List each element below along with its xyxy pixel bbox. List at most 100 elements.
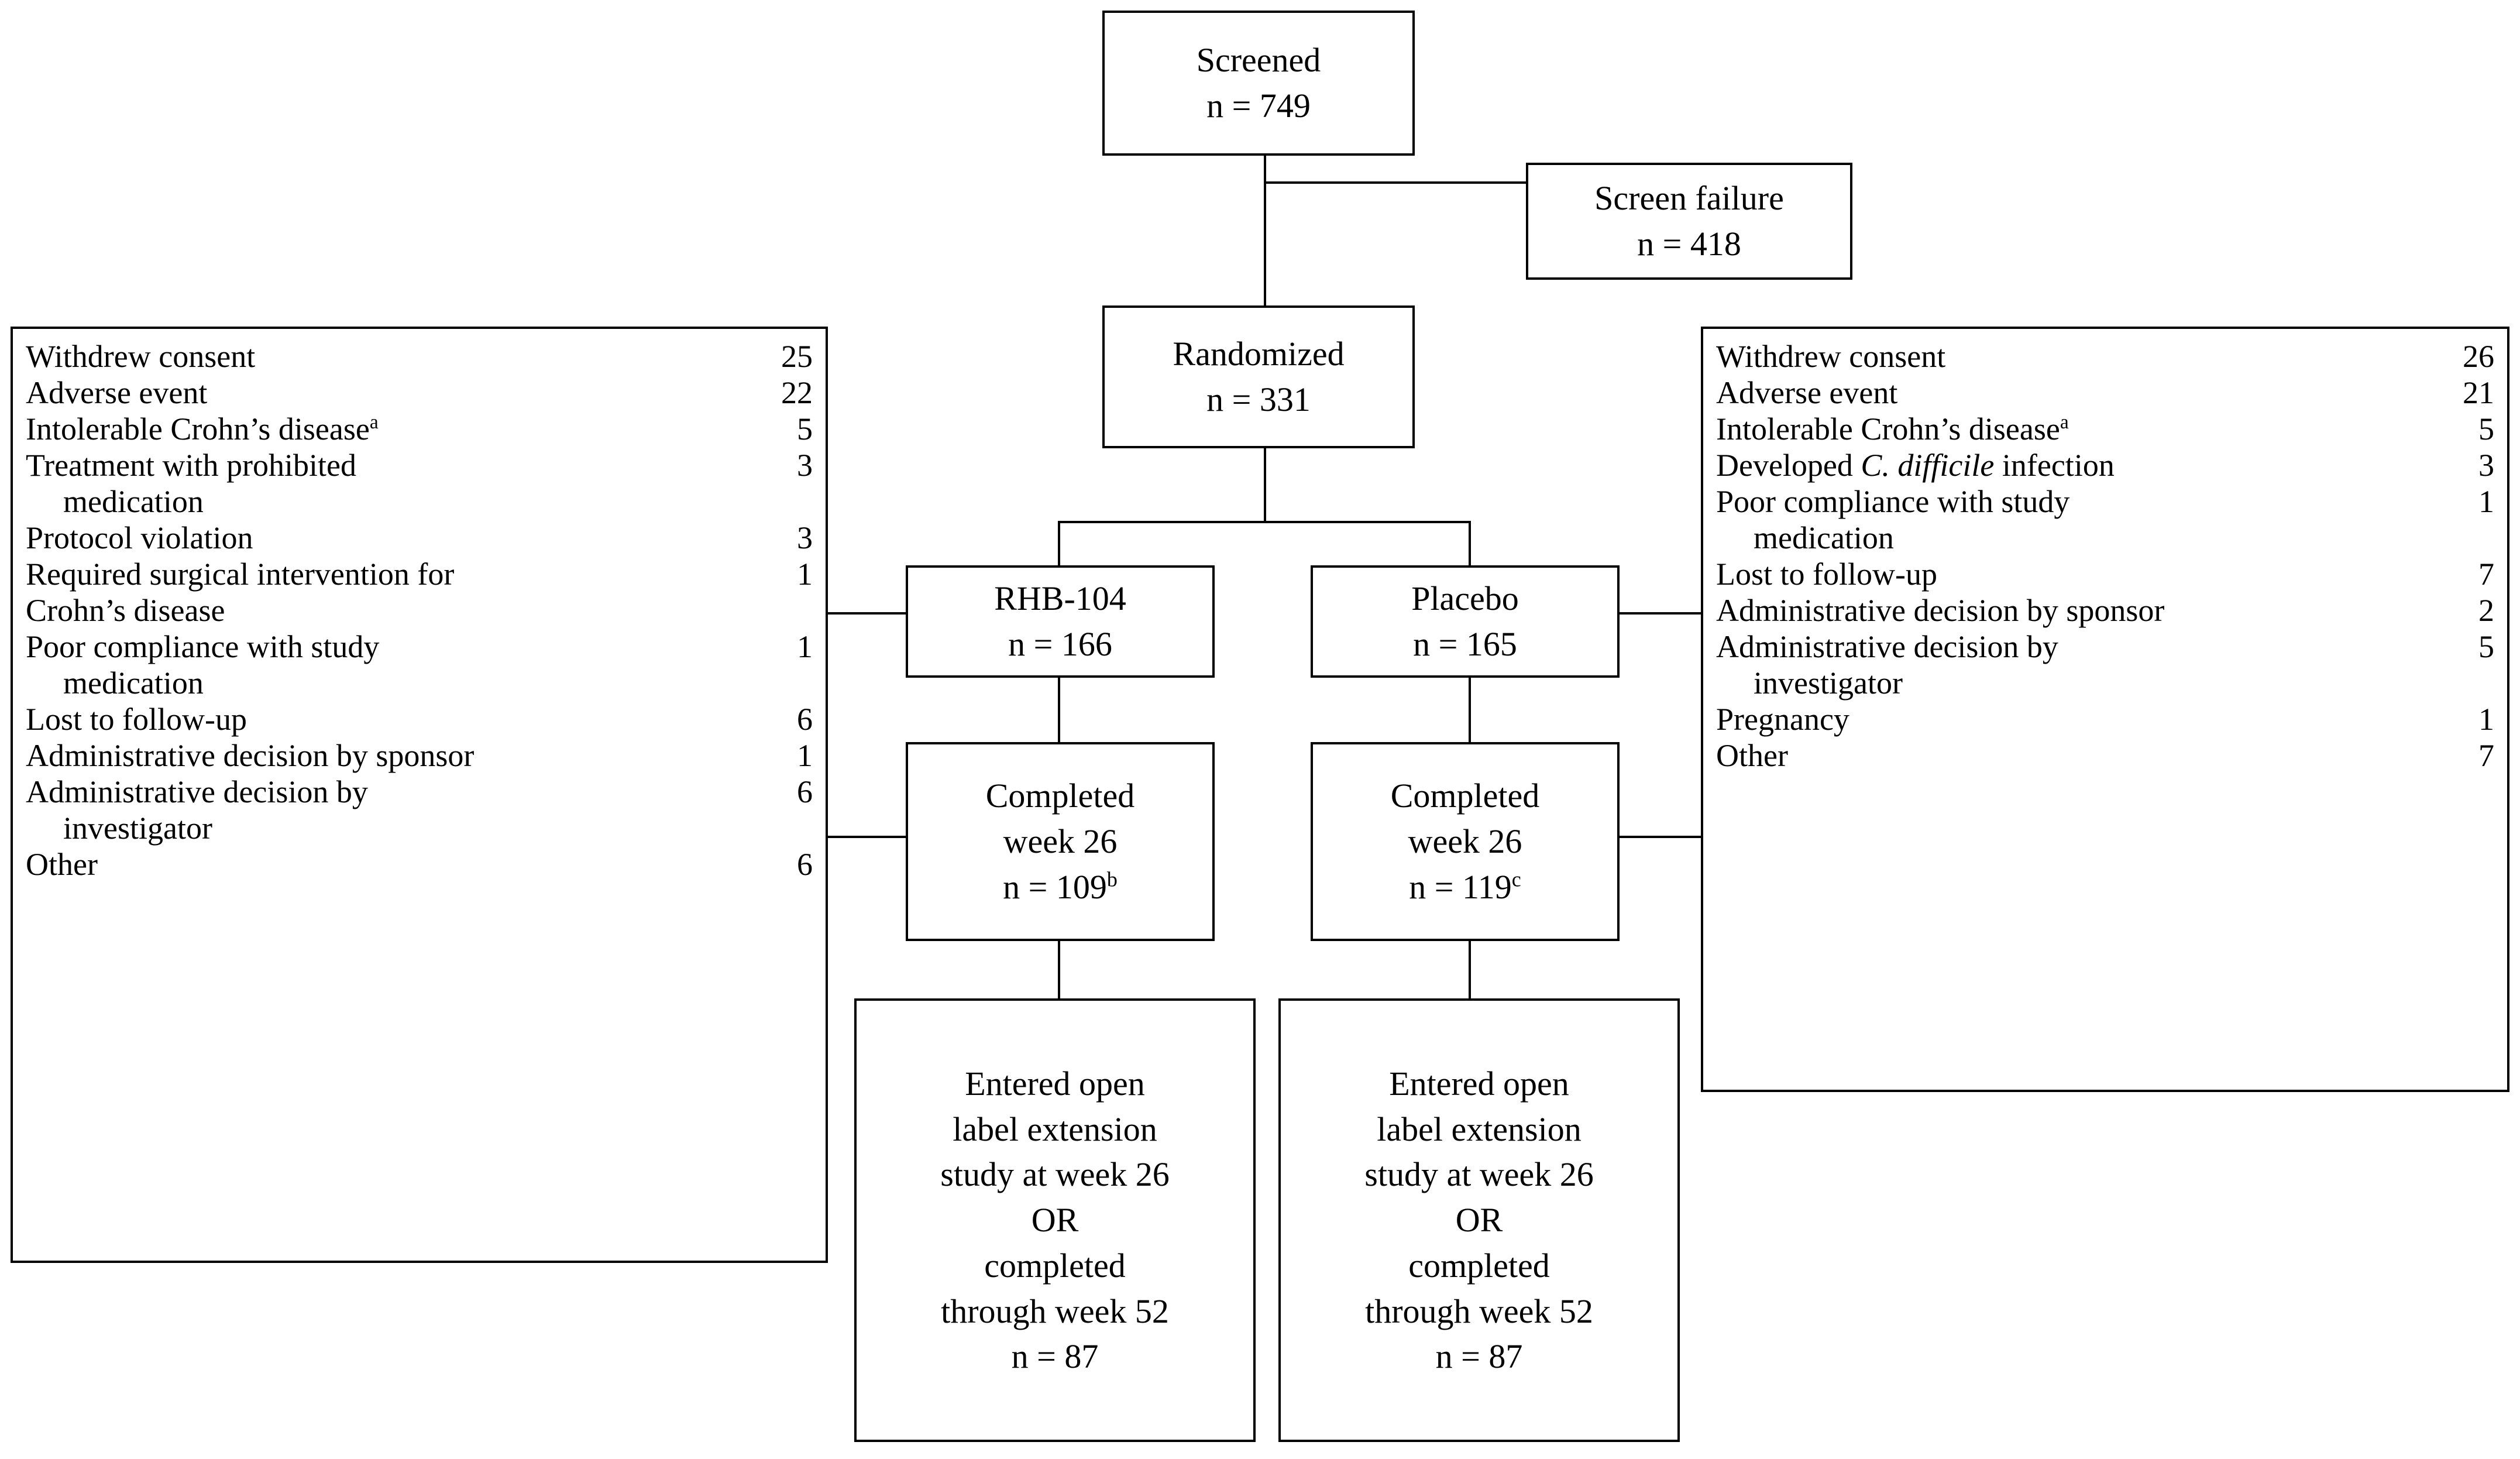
reason-label: Administrative decision by sponsor (26, 738, 475, 773)
reason-count: 25 (781, 339, 813, 374)
reason-count: 22 (781, 375, 813, 410)
reason-count: 1 (2478, 484, 2494, 519)
node-screen-failure: Screen failure n = 418 (1526, 163, 1852, 280)
reason-count: 5 (2478, 629, 2494, 664)
reason-row: Adverse event 22 (26, 375, 813, 411)
reason-label-continuation: Crohn’s disease (26, 593, 225, 628)
reason-label: Administrative decision by sponsor (1716, 593, 2165, 628)
ole-rhb-line-2: label extension (953, 1110, 1157, 1148)
reason-row: Administrative decision by sponsor 2 (1716, 592, 2494, 629)
reason-label-continuation: investigator (1754, 665, 1903, 701)
reason-count: 26 (2463, 339, 2494, 374)
connector-placebo-to-right-panel (1616, 612, 1701, 615)
ole-pbo-line-4: OR (1455, 1201, 1503, 1240)
reason-row: Required surgical intervention for 1 (26, 556, 813, 592)
reason-count: 7 (2478, 738, 2494, 773)
reason-row: Withdrew consent 25 (26, 338, 813, 375)
reason-label: Other (1716, 738, 1788, 773)
footnote-marker-a: a (2060, 411, 2069, 433)
connector-split-left (1058, 521, 1060, 567)
node-rhb104-count: n = 166 (1008, 625, 1112, 663)
connector-completed-pbo-to-ole (1469, 940, 1471, 998)
reason-count: 3 (2478, 448, 2494, 483)
reason-count: 5 (2478, 411, 2494, 447)
reason-label: Poor compliance with study (1716, 484, 2070, 519)
reason-count: 1 (797, 557, 813, 592)
ole-rhb-line-3: study at week 26 (940, 1155, 1170, 1194)
reason-row: Pregnancy 1 (1716, 701, 2494, 737)
connector-completed-pbo-to-right-panel (1616, 836, 1701, 838)
reason-label-continuation: investigator (63, 811, 212, 846)
reason-label-italic: C. difficile (1861, 448, 1995, 483)
node-completed-pbo-line1: Completed (1390, 777, 1540, 815)
reason-count: 2 (2478, 593, 2494, 628)
ole-pbo-count: n = 87 (1435, 1337, 1523, 1376)
reason-label-continuation: medication (63, 665, 204, 701)
reason-count: 1 (797, 629, 813, 664)
node-completed-week26-placebo: Completed week 26 n = 119c (1311, 742, 1620, 941)
reason-label: Lost to follow-up (1716, 557, 1937, 592)
ole-pbo-line-5: completed (1408, 1246, 1550, 1285)
reason-row: Administrative decision by sponsor 1 (26, 737, 813, 774)
reason-row: Intolerable Crohn’s diseasea 5 (26, 411, 813, 447)
ole-pbo-line-1: Entered open (1389, 1064, 1569, 1103)
ole-rhb-count: n = 87 (1011, 1337, 1099, 1376)
reason-count: 6 (797, 774, 813, 809)
reason-label: Adverse event (1716, 375, 1898, 410)
node-completed-rhb-line1: Completed (985, 777, 1135, 815)
node-randomized-count: n = 331 (1206, 380, 1311, 418)
ole-pbo-line-6: through week 52 (1365, 1292, 1593, 1330)
reason-count: 1 (797, 738, 813, 773)
connector-split-bar (1058, 521, 1471, 523)
connector-left-panel-to-rhb (828, 612, 908, 615)
connector-randomized-down (1264, 447, 1266, 523)
reason-row: Intolerable Crohn’s diseasea 5 (1716, 411, 2494, 447)
node-completed-pbo-line2: week 26 (1408, 822, 1522, 861)
ole-rhb-line-4: OR (1031, 1201, 1079, 1240)
node-screened-label: Screened (1196, 41, 1321, 80)
footnote-marker-b: b (1106, 867, 1118, 891)
node-randomized: Randomized n = 331 (1102, 305, 1415, 448)
reason-label: Protocol violation (26, 520, 253, 555)
node-screened: Screened n = 749 (1102, 11, 1415, 156)
node-completed-week26-rhb: Completed week 26 n = 109b (906, 742, 1215, 941)
reason-label: Adverse event (26, 375, 208, 410)
node-screen-failure-count: n = 418 (1637, 225, 1741, 263)
reason-label: Administrative decision by (26, 774, 368, 809)
reason-label: Required surgical intervention for (26, 557, 455, 592)
reason-row: Other 7 (1716, 737, 2494, 774)
reason-count: 1 (2478, 702, 2494, 737)
ole-rhb-line-5: completed (984, 1246, 1126, 1285)
reason-label: Other (26, 847, 98, 882)
reason-label: Intolerable Crohn’s diseasea (1716, 411, 2069, 447)
node-rhb104-label: RHB-104 (994, 579, 1126, 618)
reason-label: Intolerable Crohn’s diseasea (26, 411, 379, 447)
node-screened-count: n = 749 (1206, 87, 1311, 125)
reason-label: Withdrew consent (26, 339, 256, 374)
reason-count: 3 (797, 520, 813, 555)
reason-label: Pregnancy (1716, 702, 1849, 737)
node-placebo-count: n = 165 (1413, 625, 1517, 663)
reason-row: Protocol violation 3 (26, 520, 813, 556)
connector-to-screen-failure (1264, 181, 1533, 184)
reason-label-continuation: medication (63, 484, 204, 519)
reason-label: Withdrew consent (1716, 339, 1946, 374)
reason-label: Lost to follow-up (26, 702, 247, 737)
reason-count: 5 (797, 411, 813, 447)
node-open-label-extension-placebo: Entered open label extension study at we… (1278, 998, 1680, 1442)
connector-rhb-to-completed (1058, 677, 1060, 743)
connector-screened-to-randomized (1264, 96, 1266, 305)
connector-left-panel-to-completed-rhb (828, 836, 908, 838)
reason-label: Poor compliance with study (26, 629, 380, 664)
connector-split-right (1469, 521, 1471, 567)
ole-rhb-line-1: Entered open (965, 1064, 1145, 1103)
reason-row: Poor compliance with study 1 (26, 629, 813, 665)
node-rhb104: RHB-104 n = 166 (906, 565, 1215, 678)
node-placebo-label: Placebo (1411, 579, 1519, 618)
